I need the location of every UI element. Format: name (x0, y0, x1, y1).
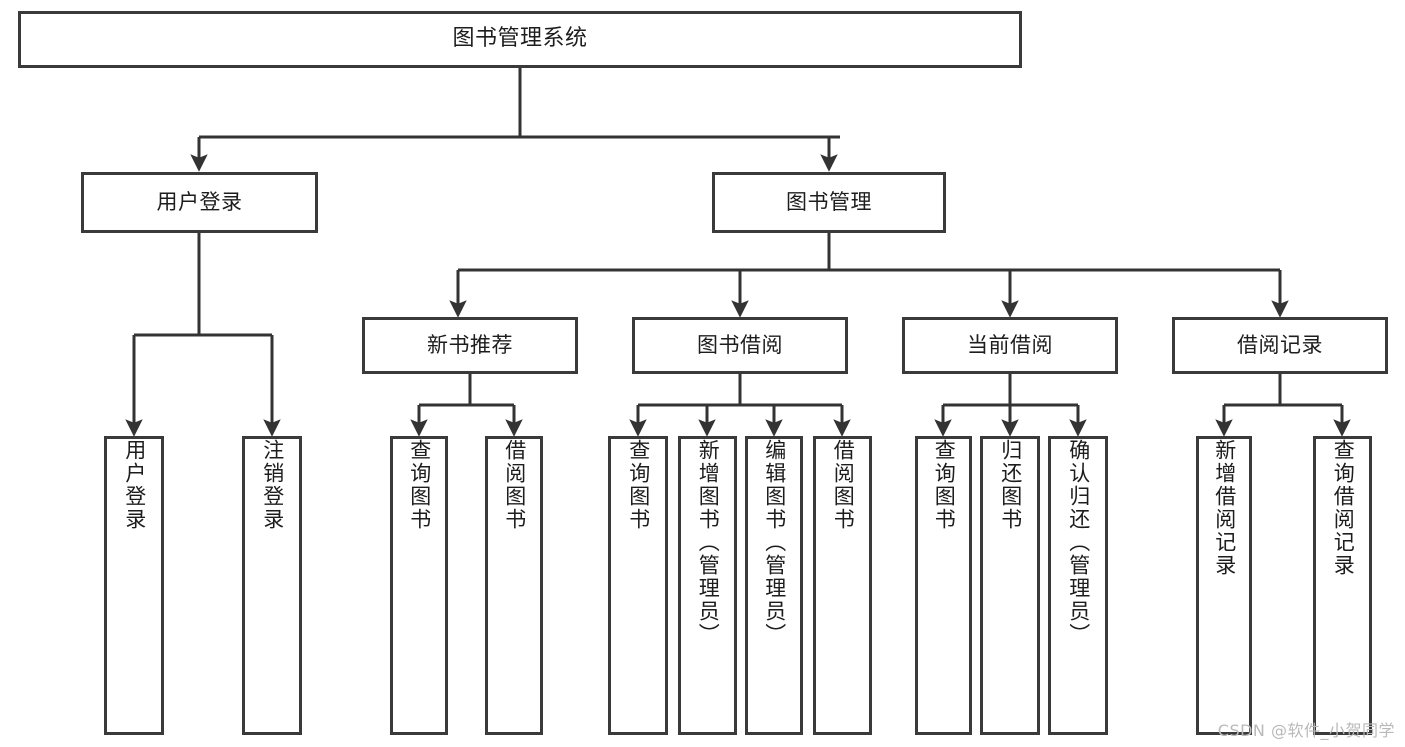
node-label: 借阅图书 (502, 439, 527, 531)
node-label: 查询借阅记录 (1331, 439, 1356, 577)
node-label: 编辑图书（管理员） (762, 439, 787, 646)
node-user-login[interactable]: 用户登录 (81, 172, 318, 233)
leaf-user-login-login[interactable]: 用户登录 (104, 436, 164, 735)
leaf-borrow-borrow-book[interactable]: 借阅图书 (813, 436, 872, 735)
leaf-current-return-book[interactable]: 归还图书 (980, 436, 1040, 735)
node-label: 图书管理系统 (452, 26, 588, 52)
node-label: 新增借阅记录 (1212, 439, 1237, 577)
node-label: 确认归还（管理员） (1066, 439, 1091, 646)
leaf-recommend-borrow-book[interactable]: 借阅图书 (485, 436, 543, 735)
csdn-watermark: CSDN @软件_小贺同学 (1217, 721, 1395, 740)
node-label: 注销登录 (260, 439, 285, 531)
node-label: 借阅记录 (1237, 332, 1323, 357)
leaf-record-query-record[interactable]: 查询借阅记录 (1313, 436, 1372, 735)
node-book-borrow[interactable]: 图书借阅 (632, 317, 848, 374)
node-label: 用户登录 (156, 189, 243, 214)
node-borrow-record[interactable]: 借阅记录 (1172, 317, 1388, 374)
node-root-system[interactable]: 图书管理系统 (18, 11, 1022, 68)
leaf-borrow-add-book-admin[interactable]: 新增图书（管理员） (678, 436, 737, 735)
node-label: 新增图书（管理员） (696, 439, 721, 646)
leaf-current-confirm-return-admin[interactable]: 确认归还（管理员） (1048, 436, 1108, 735)
node-label: 查询图书 (932, 439, 957, 531)
node-label: 查询图书 (626, 439, 651, 531)
node-book-management[interactable]: 图书管理 (712, 172, 946, 233)
node-label: 当前借阅 (967, 332, 1053, 357)
node-label: 归还图书 (998, 439, 1023, 531)
leaf-record-add-record[interactable]: 新增借阅记录 (1196, 436, 1252, 735)
leaf-user-login-logout[interactable]: 注销登录 (242, 436, 302, 735)
leaf-current-query-book[interactable]: 查询图书 (915, 436, 972, 735)
leaf-borrow-query-book[interactable]: 查询图书 (608, 436, 668, 735)
node-new-book-recommend[interactable]: 新书推荐 (362, 317, 578, 374)
node-label: 查询图书 (407, 439, 432, 531)
node-label: 图书管理 (786, 189, 872, 214)
node-label: 用户登录 (122, 439, 147, 531)
leaf-borrow-edit-book-admin[interactable]: 编辑图书（管理员） (745, 436, 803, 735)
node-label: 新书推荐 (427, 332, 513, 357)
leaf-recommend-query-book[interactable]: 查询图书 (390, 436, 448, 735)
node-label: 借阅图书 (831, 439, 856, 531)
node-current-borrow[interactable]: 当前借阅 (902, 317, 1118, 374)
node-label: 图书借阅 (697, 332, 783, 357)
